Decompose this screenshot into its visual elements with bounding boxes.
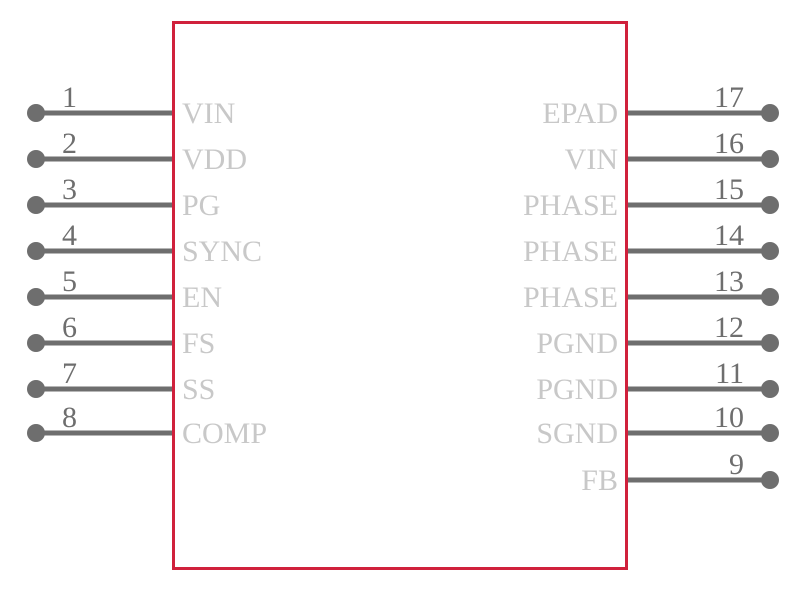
pin-label-phase-15: PHASE [523, 189, 618, 222]
pin-label-epad-17: EPAD [542, 97, 618, 130]
pin-label-vin-16: VIN [565, 143, 618, 176]
pin-9: 9 FB [581, 448, 779, 497]
pin-terminal-dot-9[interactable] [761, 471, 779, 489]
component-body-outline [172, 21, 628, 570]
pin-number-9: 9 [729, 448, 744, 481]
pin-terminal-dot-11[interactable] [761, 380, 779, 398]
pin-terminal-dot-1[interactable] [27, 104, 45, 122]
pin-16: 16 VIN [565, 127, 779, 176]
pin-terminal-dot-14[interactable] [761, 242, 779, 260]
pin-number-1: 1 [62, 81, 77, 114]
pin-terminal-dot-7[interactable] [27, 380, 45, 398]
pin-label-pgnd-12: PGND [536, 327, 618, 360]
pin-number-17: 17 [714, 81, 744, 114]
pin-2: 2 VDD [27, 127, 247, 176]
pin-terminal-dot-5[interactable] [27, 288, 45, 306]
pin-number-5: 5 [62, 265, 77, 298]
pin-17: 17 EPAD [542, 81, 779, 130]
pin-terminal-dot-8[interactable] [27, 424, 45, 442]
pin-number-6: 6 [62, 311, 77, 344]
pin-label-pgnd-11: PGND [536, 373, 618, 406]
pin-10: 10 SGND [536, 401, 779, 450]
left-pin-group: 1 VIN 2 VDD 3 PG 4 SYNC 5 EN 6 FS 7 SS 8 COMP [27, 81, 267, 450]
pin-label-comp-8: COMP [182, 417, 267, 450]
pin-number-7: 7 [62, 357, 77, 390]
pin-number-3: 3 [62, 173, 77, 206]
pin-label-fb-9: FB [581, 464, 618, 497]
right-pin-group: 17EPAD16VIN15PHASE14PHASE13PHASE12PGND11… [523, 81, 779, 497]
pin-terminal-dot-3[interactable] [27, 196, 45, 214]
pin-number-2: 2 [62, 127, 77, 160]
pin-11: 11 PGND [536, 357, 779, 406]
pin-label-ss-7: SS [182, 373, 215, 406]
pin-label-pg-3: PG [182, 189, 220, 222]
pin-number-12: 12 [714, 311, 744, 344]
pin-6: 6 FS [27, 311, 215, 360]
pin-label-en-5: EN [182, 281, 222, 314]
pin-terminal-dot-13[interactable] [761, 288, 779, 306]
pin-1: 1 VIN [27, 81, 235, 130]
pin-label-fs-6: FS [182, 327, 215, 360]
pin-terminal-dot-17[interactable] [761, 104, 779, 122]
pin-14: 14 PHASE [523, 219, 779, 268]
pin-terminal-dot-15[interactable] [761, 196, 779, 214]
pin-8: 8 COMP [27, 401, 267, 450]
pin-12: 12 PGND [536, 311, 779, 360]
pin-15: 15 PHASE [523, 173, 779, 222]
pin-4: 4 SYNC [27, 219, 262, 268]
pin-5: 5 EN [27, 265, 222, 314]
pin-terminal-dot-16[interactable] [761, 150, 779, 168]
pin-terminal-dot-2[interactable] [27, 150, 45, 168]
pin-7: 7 SS [27, 357, 215, 406]
pin-number-10: 10 [714, 401, 744, 434]
pin-13: 13 PHASE [523, 265, 779, 314]
pin-3: 3 PG [27, 173, 220, 222]
pin-terminal-dot-4[interactable] [27, 242, 45, 260]
pin-label-sync-4: SYNC [182, 235, 262, 268]
pin-terminal-dot-6[interactable] [27, 334, 45, 352]
pin-terminal-dot-12[interactable] [761, 334, 779, 352]
pin-number-15: 15 [714, 173, 744, 206]
pin-label-phase-13: PHASE [523, 281, 618, 314]
pin-label-phase-14: PHASE [523, 235, 618, 268]
pin-label-sgnd-10: SGND [536, 417, 618, 450]
pin-terminal-dot-10[interactable] [761, 424, 779, 442]
pin-label-vin-1: VIN [182, 97, 235, 130]
pin-number-4: 4 [62, 219, 77, 252]
pin-label-vdd-2: VDD [182, 143, 247, 176]
pin-number-14: 14 [714, 219, 744, 252]
pin-number-13: 13 [714, 265, 744, 298]
pin-number-8: 8 [62, 401, 77, 434]
pin-number-16: 16 [714, 127, 744, 160]
pin-number-11: 11 [715, 357, 744, 390]
